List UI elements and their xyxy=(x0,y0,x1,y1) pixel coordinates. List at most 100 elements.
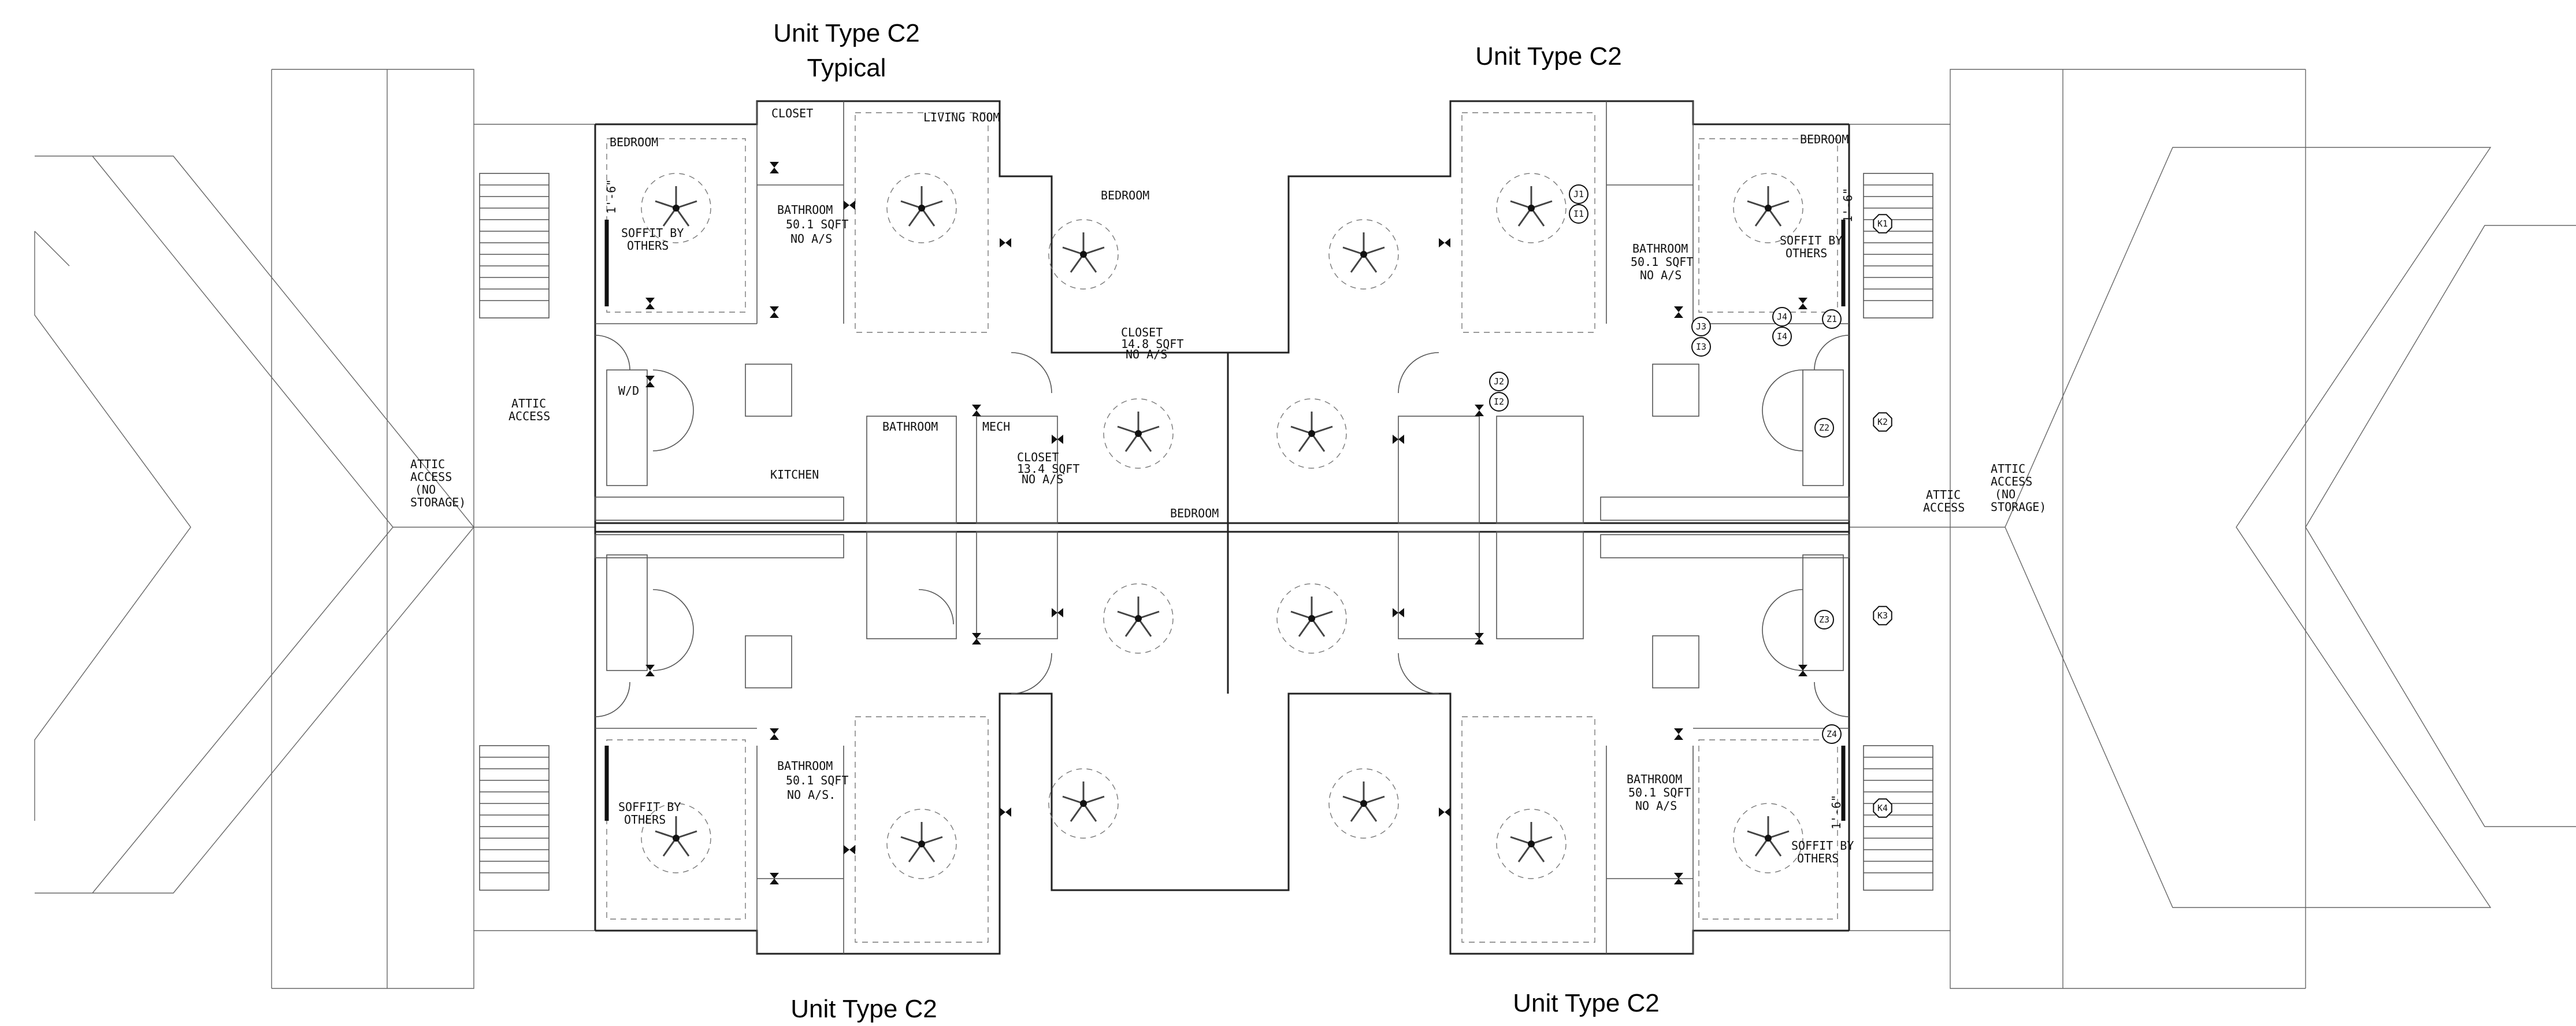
soffit-label-line2: OTHERS xyxy=(627,239,669,253)
fan-icon xyxy=(1276,583,1347,654)
soffit-label-line2: OTHERS xyxy=(1797,851,1839,865)
attic-storage-line3: (NO xyxy=(1995,487,2015,501)
bath-area-line3: NO A/S xyxy=(790,232,832,246)
fan-icon xyxy=(1496,809,1567,879)
tag-marker xyxy=(1569,204,1588,224)
kitchen-counters xyxy=(595,364,1850,688)
sprinkler-icon xyxy=(1000,238,1011,247)
tag-k4: K4 xyxy=(1873,798,1892,818)
room-label-bedroom: BEDROOM xyxy=(1101,188,1149,202)
dimension-label: 1'-6" xyxy=(604,179,618,214)
tag-marker xyxy=(1822,724,1842,744)
unit-title-top-left-sub: Typical xyxy=(807,54,886,82)
tag-i2: I2 xyxy=(1489,392,1509,412)
dimension-label: 1'-6" xyxy=(1829,795,1843,829)
bath-area-line3: NO A/S xyxy=(1640,268,1682,282)
tag-label: J4 xyxy=(1777,312,1787,322)
tag-z4: Z4 xyxy=(1822,724,1842,744)
tag-marker xyxy=(1691,337,1711,357)
tag-z3: Z3 xyxy=(1814,610,1834,629)
sprinkler-icon xyxy=(1393,435,1404,444)
attic-storage-line2: ACCESS xyxy=(410,470,452,484)
bath-area-line1: BATHROOM xyxy=(1632,242,1688,255)
sprinkler-icon xyxy=(1052,608,1063,617)
tag-z1: Z1 xyxy=(1822,309,1842,329)
tag-label: K3 xyxy=(1877,610,1888,621)
fan-icon xyxy=(1103,398,1174,469)
tag-label: Z3 xyxy=(1819,614,1829,625)
fan-icon xyxy=(641,803,711,873)
sprinkler-icon xyxy=(1393,608,1404,617)
fan-icon xyxy=(886,809,957,879)
fan-icon xyxy=(886,173,957,243)
tag-marker xyxy=(1489,392,1509,412)
soffit-label-line1: SOFFIT BY xyxy=(621,226,684,240)
attic-storage-line4: STORAGE) xyxy=(1991,500,2046,514)
attic-access-line2: ACCESS xyxy=(1923,501,1965,514)
room-label-kitchen: KITCHEN xyxy=(770,468,819,481)
soffit-label-line1: SOFFIT BY xyxy=(1791,839,1854,853)
fixture-symbols xyxy=(645,162,1807,884)
sprinkler-icon xyxy=(1439,238,1450,247)
bath-area-line2: 50.1 SQFT xyxy=(786,773,848,787)
sprinkler-icon xyxy=(844,201,855,210)
tag-label: K4 xyxy=(1877,803,1888,813)
stairs-right-top xyxy=(1863,173,1933,318)
tag-marker xyxy=(1814,418,1834,438)
tag-k1: K1 xyxy=(1873,214,1892,234)
pipe-risers xyxy=(604,220,1846,821)
room-label-living-room: LIVING ROOM xyxy=(923,110,1000,124)
soffit-label-line1: SOFFIT BY xyxy=(618,800,681,814)
room-label-closet: CLOSET xyxy=(771,106,813,120)
bath-area-line1: BATHROOM xyxy=(777,203,833,217)
attic-access-line1: ATTIC xyxy=(1926,488,1961,502)
attic-storage-line3: (NO xyxy=(415,483,436,497)
tag-marker xyxy=(1772,307,1792,327)
tag-marker xyxy=(1873,606,1892,625)
unit-title-top-left: Unit Type C2 xyxy=(773,19,920,47)
tag-marker xyxy=(1873,214,1892,234)
fan-icon xyxy=(1328,219,1399,290)
tag-marker xyxy=(1873,798,1892,818)
sprinkler-icon xyxy=(972,633,981,645)
sprinkler-icon xyxy=(770,873,779,884)
sprinkler-icon xyxy=(770,162,779,173)
sprinkler-icon xyxy=(1475,633,1484,645)
unit-title-bottom-right: Unit Type C2 xyxy=(1513,989,1660,1017)
room-label-bedroom: BEDROOM xyxy=(1170,506,1219,520)
tag-j4: J4 xyxy=(1772,307,1792,327)
fan-icon xyxy=(1103,583,1174,654)
bath-area-line2: 50.1 SQFT xyxy=(1628,786,1691,799)
tag-j1: J1 xyxy=(1569,184,1588,204)
sprinkler-icon xyxy=(1798,665,1807,676)
fan-icon xyxy=(1048,219,1119,290)
tag-label: I3 xyxy=(1696,342,1706,352)
soffit-label-line1: SOFFIT BY xyxy=(1780,234,1842,247)
bath-area-line3: NO A/S. xyxy=(787,788,836,802)
closet13-line3: NO A/S xyxy=(1022,472,1063,486)
room-label-mech: MECH xyxy=(982,420,1010,434)
building-walls xyxy=(594,100,1850,955)
tag-label: Z1 xyxy=(1827,314,1837,324)
roof-outline-right xyxy=(1849,69,2576,989)
unit-title-top-right: Unit Type C2 xyxy=(1475,42,1622,71)
sprinkler-icon xyxy=(1674,728,1683,740)
soffit-label-line2: OTHERS xyxy=(1786,246,1827,260)
tag-label: I1 xyxy=(1573,209,1584,219)
soffit-label-line2: OTHERS xyxy=(624,813,666,827)
tag-i3: I3 xyxy=(1691,337,1711,357)
ceiling-fans xyxy=(641,173,1803,879)
tag-marker xyxy=(1772,327,1792,346)
tag-label: Z2 xyxy=(1819,423,1829,433)
room-label-bedroom: BEDROOM xyxy=(610,135,658,149)
bath-area-line2: 50.1 SQFT xyxy=(1631,255,1693,269)
tag-marker xyxy=(1569,184,1588,204)
closet14-line1: CLOSET xyxy=(1121,325,1163,339)
tag-k2: K2 xyxy=(1873,412,1892,432)
stairs-left-bottom xyxy=(479,745,550,891)
tag-marker xyxy=(1822,309,1842,329)
door-swings xyxy=(595,335,1850,717)
tag-label: Z4 xyxy=(1827,729,1837,739)
fan-icon xyxy=(1496,173,1567,243)
